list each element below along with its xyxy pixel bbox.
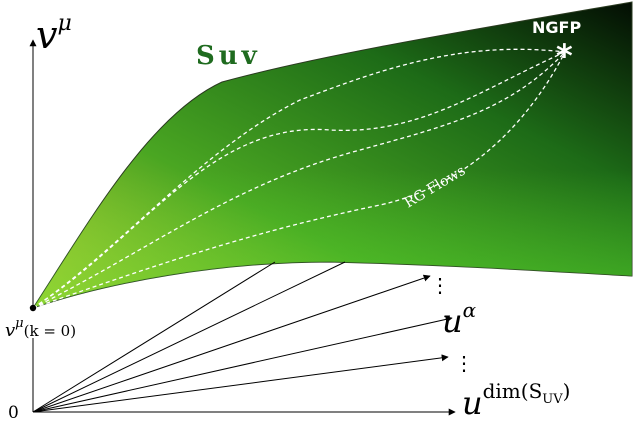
ray bbox=[32, 261, 346, 413]
start-point-dot bbox=[29, 304, 37, 312]
start-point-label: vμ(k = 0) bbox=[5, 316, 76, 341]
subspace-rays bbox=[32, 261, 456, 416]
rg-flow-line bbox=[32, 51, 566, 309]
ray bbox=[32, 354, 449, 413]
ray bbox=[32, 315, 453, 413]
ngfp-label: NGFP bbox=[532, 18, 581, 37]
ellipsis-lower: ⋮ bbox=[454, 351, 474, 375]
v-axis-label: vμ bbox=[36, 11, 72, 57]
suv-surface bbox=[31, 1, 633, 309]
surface-name-label: Suv bbox=[196, 41, 261, 71]
rg-flow-lines bbox=[32, 48, 566, 309]
ray bbox=[32, 261, 276, 413]
u-dim-label: udim(SUV) bbox=[462, 379, 570, 422]
rg-flow-line bbox=[32, 48, 566, 309]
ngfp-marker: * bbox=[556, 37, 573, 75]
origin-label: 0 bbox=[8, 403, 19, 422]
u-alpha-label: uα bbox=[442, 298, 477, 340]
ray bbox=[32, 274, 431, 413]
rg-flow-line bbox=[32, 51, 566, 309]
rg-flow-line bbox=[32, 51, 566, 309]
ellipsis-upper: ⋮ bbox=[430, 273, 450, 297]
